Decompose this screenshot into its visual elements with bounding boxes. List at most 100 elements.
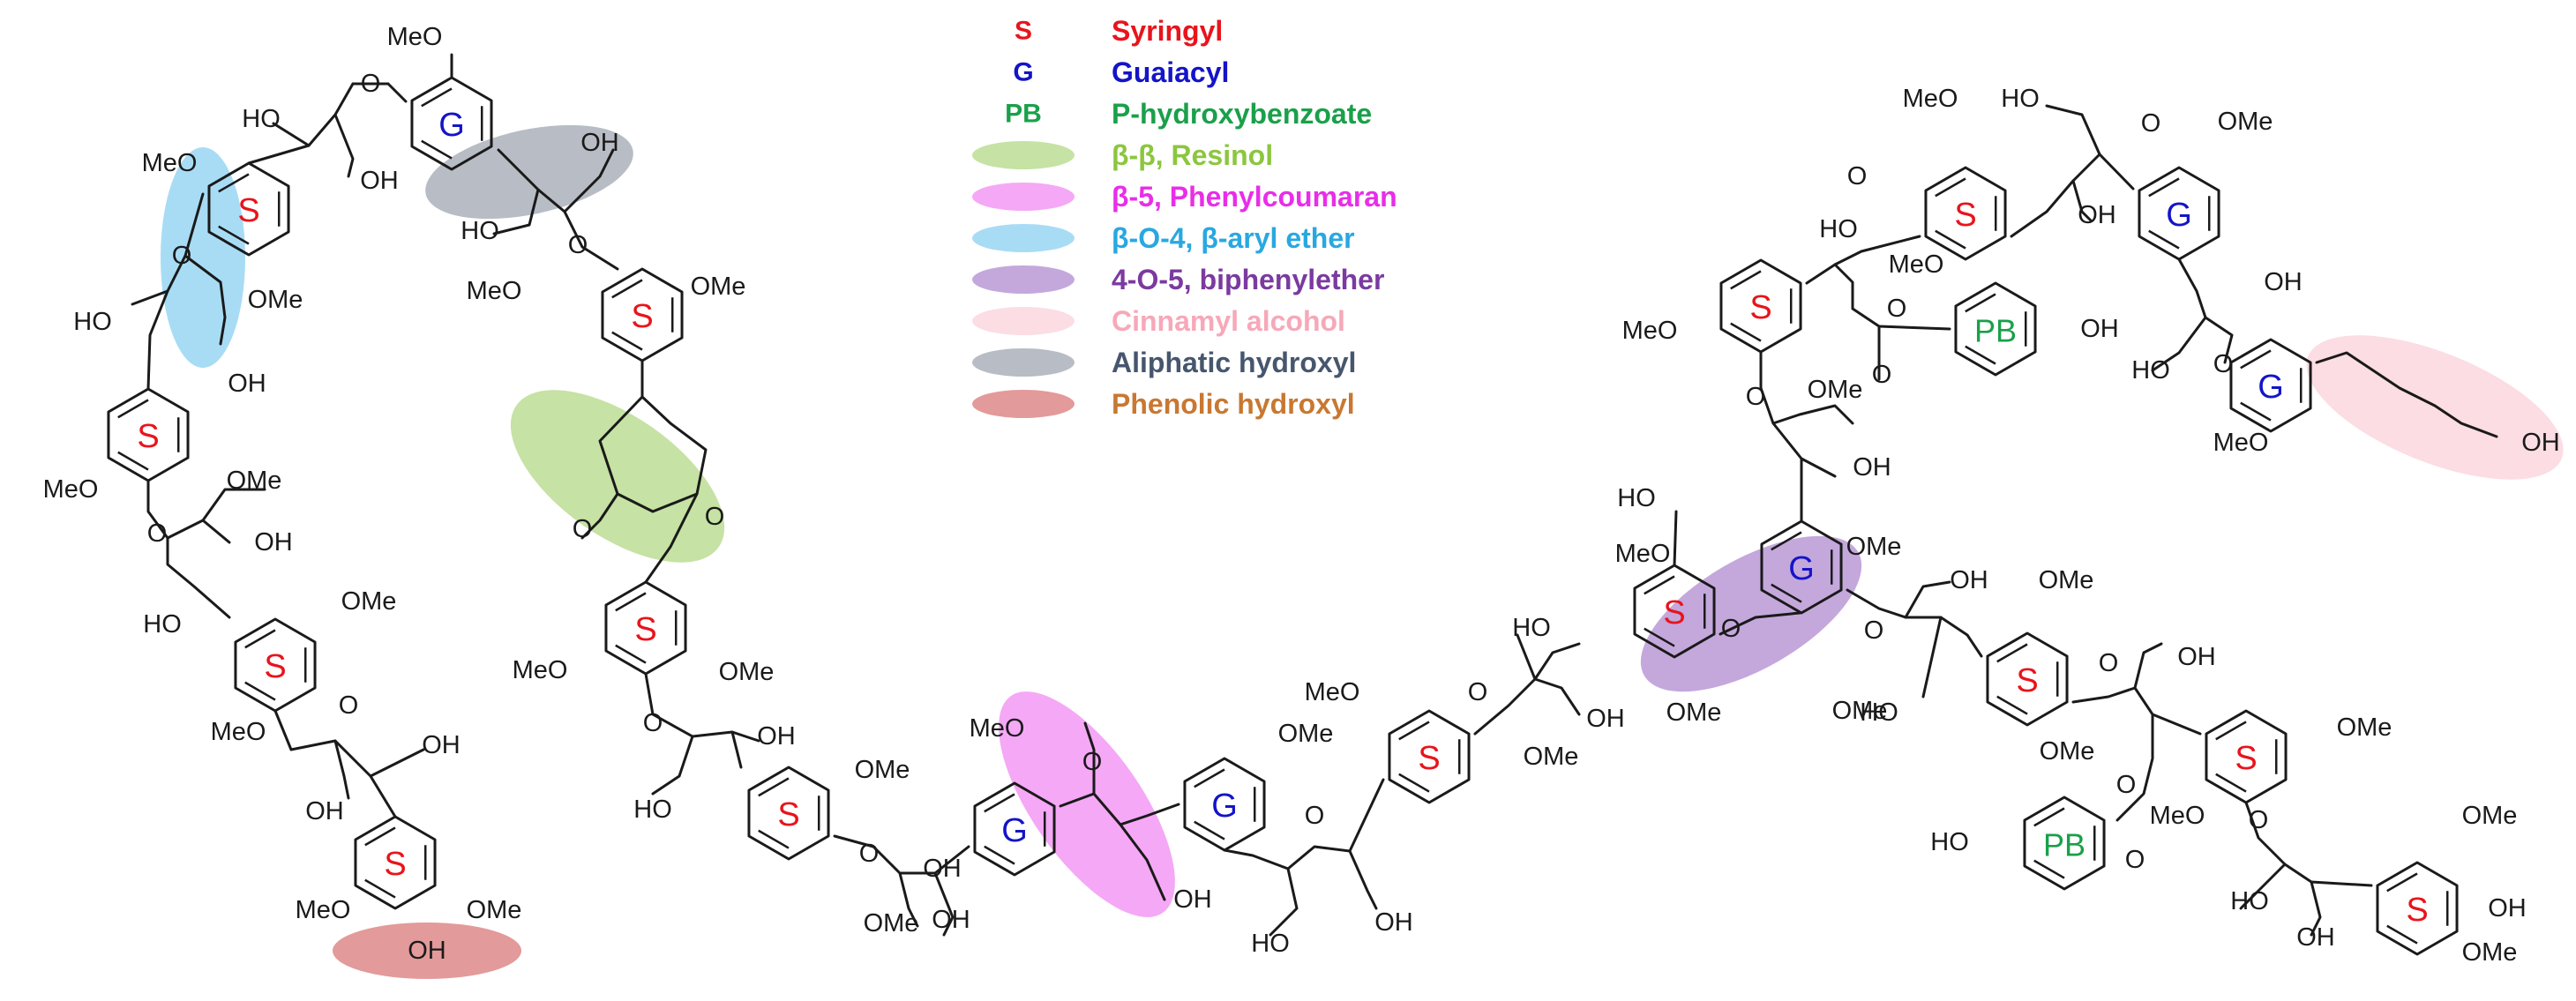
- atom-label: OMe: [1808, 376, 1863, 404]
- atom-label: OH: [1853, 453, 1891, 482]
- aromatic-double-bond: [1771, 583, 1802, 603]
- atom-label: MeO: [1903, 85, 1958, 113]
- atom-label: HO: [2230, 887, 2269, 915]
- guaiacyl-top-right-unit-label: G: [2166, 197, 2192, 234]
- aromatic-double-bond: [117, 451, 149, 471]
- atom-label: O: [339, 691, 359, 720]
- guaiacyl-center-unit-label: G: [1788, 550, 1815, 587]
- atom-label: HO: [73, 308, 112, 336]
- atom-label: OH: [2078, 201, 2116, 229]
- aromatic-double-bond: [1935, 177, 1966, 198]
- bond: [131, 289, 169, 306]
- aromatic-double-bond: [1996, 695, 2028, 715]
- syringyl-center-unit-label: S: [1663, 594, 1685, 631]
- atom-label: HO: [1251, 930, 1290, 958]
- atom-label: MeO: [970, 714, 1025, 743]
- syringyl-left-middle-ring: [107, 387, 190, 482]
- syringyl-lower-middle-unit-label: S: [1418, 740, 1440, 777]
- bond: [2115, 713, 2154, 822]
- atom-label: OMe: [1524, 743, 1579, 771]
- p-hydroxybenzoate-upper-ring: [1954, 281, 2037, 377]
- atom-label: OMe: [2218, 108, 2273, 136]
- bond: [1800, 457, 1837, 478]
- syringyl-right-middle-ring: [1986, 631, 2069, 727]
- legend-linkage-label-5: Aliphatic hydroxyl: [1112, 347, 1356, 378]
- legend-linkage-label-6: Phenolic hydroxyl: [1112, 388, 1355, 420]
- guaiacyl-center-ring: [1760, 519, 1843, 615]
- bond: [1673, 510, 1678, 567]
- atom-label: OMe: [341, 587, 397, 616]
- bond: [2239, 863, 2287, 910]
- bond: [2310, 880, 2322, 937]
- bond: [1223, 778, 1385, 870]
- aromatic-double-bond: [1965, 345, 1996, 365]
- legend-label-g: Guaiacyl: [1112, 56, 1229, 88]
- syringyl-top-right-ring: [1924, 166, 2007, 261]
- bond: [183, 254, 227, 346]
- atom-label: MeO: [1889, 250, 1944, 279]
- p-hydroxybenzoate-upper-unit-label: PB: [1974, 313, 2017, 349]
- atom-label: OMe: [691, 273, 746, 301]
- atom-label: OMe: [248, 286, 303, 314]
- atom-label: HO: [1860, 698, 1898, 727]
- bond: [333, 739, 350, 800]
- atom-label: O: [1887, 295, 1907, 323]
- syringyl-upper-left-unit-label: S: [237, 192, 259, 229]
- atom-label: HO: [143, 610, 182, 639]
- guaiacyl-top-right-ring: [2138, 166, 2220, 261]
- legend-swatch-5: [972, 348, 1075, 377]
- syringyl-upper-middle-ring: [601, 267, 684, 362]
- atom-label: MeO: [296, 896, 351, 924]
- atom-label: O: [2249, 806, 2269, 834]
- guaiacyl-top-unit-label: G: [438, 107, 465, 144]
- legend-swatch-2: [972, 224, 1075, 252]
- bond: [1833, 263, 1951, 331]
- atom-label: OH: [2264, 268, 2303, 296]
- legend-swatch-6: [972, 390, 1075, 418]
- bond: [1269, 867, 1299, 937]
- phenylcoumaran-highlight: [999, 691, 1175, 917]
- bond: [598, 395, 708, 513]
- bond: [1921, 616, 1943, 698]
- syringyl-upper-middle-unit-label: S: [631, 298, 653, 335]
- atom-label: OH: [2080, 315, 2119, 343]
- atom-label: OH: [2177, 643, 2216, 671]
- atom-label: OH: [2488, 894, 2527, 923]
- syringyl-left-lower-unit-label: S: [264, 648, 286, 685]
- atom-label: HO: [1819, 215, 1858, 243]
- atom-label: OH: [228, 370, 266, 398]
- aromatic-double-bond: [615, 644, 647, 664]
- legend-linkage-label-0: β-β, Resinol: [1112, 139, 1273, 171]
- syringyl-bottom-left-ring: [354, 815, 437, 910]
- aromatic-double-bond: [2033, 807, 2065, 827]
- aromatic-double-bond: [984, 845, 1015, 865]
- atom-label: MeO: [1305, 678, 1360, 706]
- atom-label: MeO: [2150, 802, 2205, 830]
- syringyl-right-unit-label: S: [2235, 740, 2257, 777]
- aromatic-double-bond: [1398, 721, 1430, 741]
- bond: [1771, 404, 1854, 425]
- atom-label: O: [1864, 616, 1884, 645]
- atom-label: O: [573, 515, 593, 543]
- atom-label: HO: [633, 796, 672, 824]
- aromatic-double-bond: [1194, 820, 1225, 840]
- aromatic-double-bond: [1996, 643, 2028, 663]
- syringyl-lower-middle-ring: [1388, 709, 1471, 804]
- syringyl-middle-ring: [604, 580, 687, 676]
- bond: [1516, 633, 1537, 681]
- legend-swatch-4: [972, 307, 1075, 335]
- bond: [730, 730, 743, 769]
- aromatic-double-bond: [1644, 575, 1675, 595]
- aromatic-double-bond: [2148, 229, 2180, 250]
- syringyl-middle-unit-label: S: [634, 611, 656, 648]
- legend-abbr-pb: PB: [1005, 100, 1042, 129]
- atom-label: OMe: [855, 756, 910, 784]
- atom-label: O: [1082, 748, 1103, 776]
- bond: [644, 492, 699, 584]
- aromatic-double-bond: [2240, 349, 2272, 370]
- guaiacyl-lower-unit-label: G: [1211, 788, 1238, 825]
- aromatic-double-bond: [364, 826, 396, 847]
